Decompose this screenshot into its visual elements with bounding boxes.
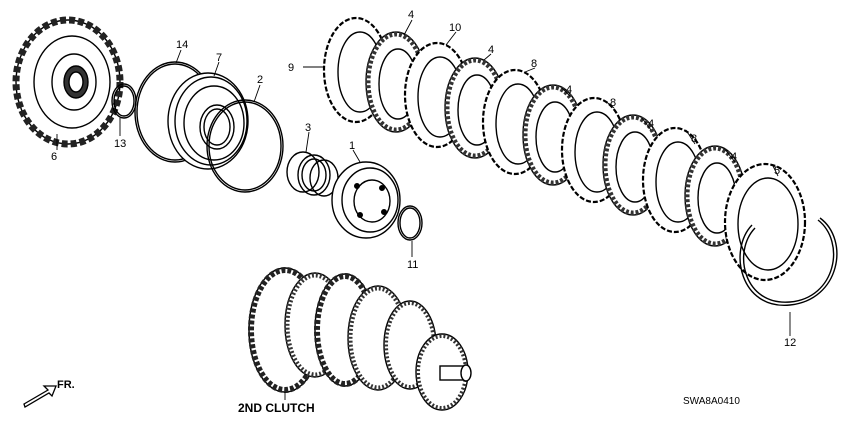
front-direction-arrow (23, 385, 57, 408)
callout-10: 10 (449, 22, 461, 34)
callout-6: 6 (51, 151, 57, 163)
part-5-waved-plate (723, 162, 807, 282)
callout-4b: 4 (488, 44, 494, 56)
callout-4a: 4 (408, 9, 414, 21)
callout-2: 2 (257, 74, 263, 86)
callout-labels: 6 13 14 7 2 3 1 11 9 4 10 4 8 4 8 4 8 4 … (51, 9, 796, 415)
assembly-caption: 2ND CLUTCH (238, 401, 315, 415)
callout-1: 1 (349, 140, 355, 152)
callout-4d: 4 (648, 118, 654, 130)
callout-13: 13 (114, 138, 126, 150)
part-12-snap-ring (739, 217, 838, 306)
callout-8b: 8 (610, 97, 616, 109)
part-3-return-spring (286, 151, 339, 197)
part-11-snap-ring (397, 205, 423, 241)
callout-7: 7 (216, 52, 222, 64)
shaft-assembly (248, 267, 472, 411)
callout-12: 12 (784, 337, 796, 349)
part-1-spring-retainer (331, 161, 401, 239)
callout-8a: 8 (531, 58, 537, 70)
part-6-clutch-drum (12, 16, 124, 148)
part-2-o-ring (206, 99, 284, 193)
callout-4c: 4 (566, 84, 572, 96)
callout-9: 9 (288, 62, 294, 74)
callout-14: 14 (176, 39, 188, 51)
callout-5: 5 (774, 165, 780, 177)
callout-8c: 8 (691, 133, 697, 145)
callout-4e: 4 (731, 151, 737, 163)
diagram-code: SWA8A0410 (683, 396, 740, 407)
direction-label: FR. (57, 379, 75, 391)
leader-lines (56, 19, 791, 400)
callout-3: 3 (305, 122, 311, 134)
callout-11: 11 (407, 259, 418, 271)
